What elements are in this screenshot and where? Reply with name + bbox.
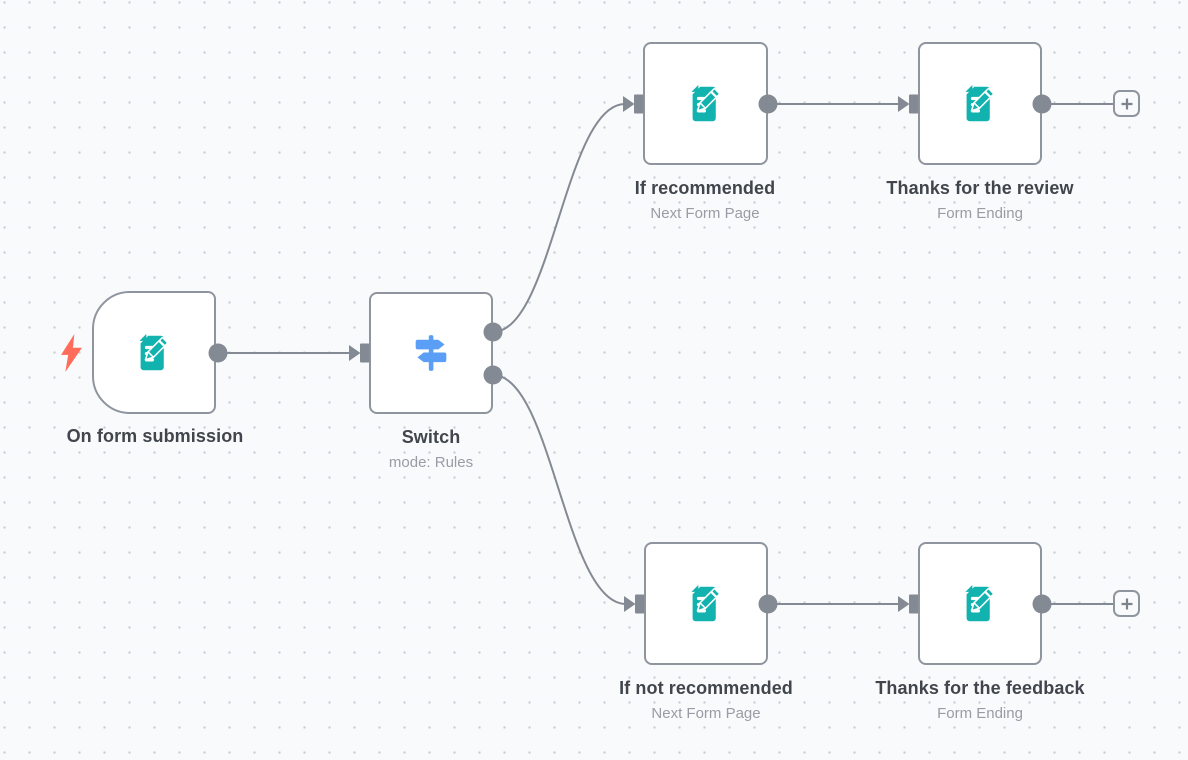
node-label-switch: Switch — [401, 427, 461, 447]
node-thanks-for-the-feedback[interactable] — [918, 542, 1042, 665]
node-switch[interactable] — [369, 292, 493, 414]
node-if-not-recommended[interactable] — [644, 542, 768, 665]
input-port-thanks-review — [898, 94, 919, 114]
node-label-if-recommended: If recommended — [634, 178, 776, 198]
add-node-button-top[interactable] — [1113, 90, 1140, 117]
form-icon — [683, 581, 729, 627]
input-port-if-recommended — [623, 94, 644, 114]
node-subtitle-form-ending: Form Ending — [937, 705, 1023, 722]
node-label-thanks-for-the-feedback: Thanks for the feedback — [875, 678, 1085, 698]
switch-signpost-icon — [409, 331, 453, 375]
node-on-form-submission[interactable] — [92, 291, 216, 414]
node-subtitle-next-form-page: Next Form Page — [650, 205, 760, 222]
form-icon — [957, 81, 1003, 127]
node-label-thanks-for-the-review: Thanks for the review — [886, 178, 1074, 198]
node-label-if-not-recommended: If not recommended — [619, 678, 793, 698]
node-label-on-form-submission: On form submission — [66, 426, 244, 446]
trigger-bolt-icon — [61, 334, 82, 372]
input-port-switch — [349, 343, 370, 363]
plus-icon — [1121, 98, 1132, 109]
form-trigger-icon — [131, 330, 177, 376]
input-port-thanks-feedback — [898, 594, 919, 614]
node-subtitle-form-ending: Form Ending — [937, 205, 1023, 222]
node-subtitle-switch-mode: mode: Rules — [388, 454, 474, 471]
node-if-recommended[interactable] — [643, 42, 768, 165]
node-subtitle-next-form-page: Next Form Page — [651, 705, 761, 722]
add-node-button-bottom[interactable] — [1113, 590, 1140, 617]
node-thanks-for-the-review[interactable] — [918, 42, 1042, 165]
form-icon — [957, 581, 1003, 627]
plus-icon — [1121, 598, 1132, 609]
edge-switch-to-if-not-recommended — [492, 374, 627, 605]
edge-switch-to-if-recommended — [492, 103, 626, 333]
form-icon — [683, 81, 729, 127]
input-port-if-not-recommended — [624, 594, 645, 614]
